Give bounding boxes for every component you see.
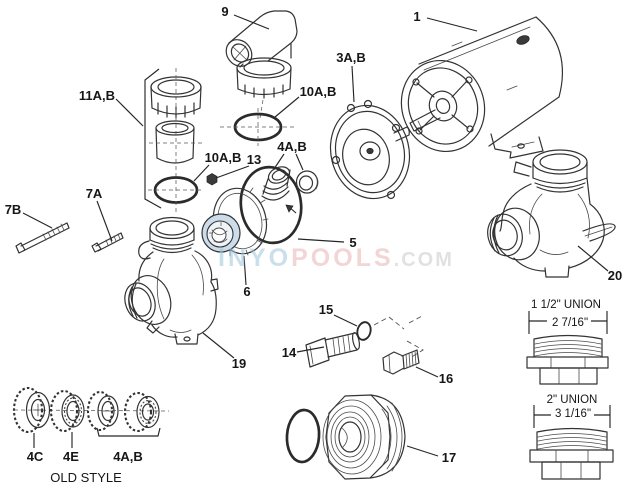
watermark-domain: .COM xyxy=(394,249,454,271)
watermark-pools: POOLS xyxy=(291,244,394,272)
bolt-7b-drawing xyxy=(15,222,70,254)
watermark: INYOPOOLS.COM xyxy=(218,244,454,272)
union-oring-upper-drawing xyxy=(220,108,296,146)
volute-rear-drawing xyxy=(487,149,616,278)
callout-volute-rear: 20 xyxy=(608,268,622,283)
callout-pipe-plug: 16 xyxy=(439,371,453,386)
impeller-drawing xyxy=(201,187,269,257)
callout-union-nut-tailpiece: 11A,B xyxy=(79,88,115,103)
motor-drawing xyxy=(400,16,563,159)
callout-bolt-7a: 7A xyxy=(86,186,103,201)
plug-oring-drawing xyxy=(356,321,372,341)
callout-bolt-7b: 7B xyxy=(5,202,22,217)
impeller-nut-drawing xyxy=(206,173,218,186)
callout-plug-oring: 15 xyxy=(319,302,333,317)
callout-bushing: 17 xyxy=(442,450,456,465)
drain-plug-drawing xyxy=(305,332,361,368)
union-large-title: 2" UNION xyxy=(547,394,598,406)
volute-oring-drawing xyxy=(239,165,303,245)
union-large-dimension: 3 1/16" xyxy=(555,408,591,420)
callout-volute-oring: 5 xyxy=(349,235,356,250)
callout-shaft-seal: 4A,B xyxy=(277,139,307,154)
callout-union-oring-lower: 10A,B xyxy=(205,150,242,165)
volute-front-drawing xyxy=(124,216,219,345)
callout-drain-plug: 14 xyxy=(282,345,297,360)
old-style-seals-drawing xyxy=(12,386,170,448)
callout-labels: 9 1 3A,B 11A,B 10A,B 10A,B 13 4A,B 7B 7A… xyxy=(5,4,623,485)
callout-union-oring-upper: 10A,B xyxy=(300,84,337,99)
union-nut-tailpiece-drawing xyxy=(144,68,204,212)
old-style-caption: OLD STYLE xyxy=(50,470,122,485)
bolt-7a-drawing xyxy=(91,232,124,253)
callout-old-seal-4ab: 4A,B xyxy=(113,449,143,464)
callout-elbow: 9 xyxy=(221,4,228,19)
elbow-fitting-drawing xyxy=(225,10,298,119)
shaft-seal-drawing xyxy=(261,166,319,214)
union-small-dimension: 2 7/16" xyxy=(552,317,588,329)
union-dimension-labels: 1 1/2" UNION 2 7/16" 2" UNION 3 1/16" xyxy=(531,299,601,420)
union-large-drawing xyxy=(529,405,614,480)
callout-leader-lines xyxy=(22,14,609,457)
union-small-drawing xyxy=(526,311,609,385)
svg-text:INYOPOOLS.COM: INYOPOOLS.COM xyxy=(218,244,454,272)
callout-volute-front: 19 xyxy=(232,356,246,371)
pipe-plug-drawing xyxy=(382,349,420,375)
callout-old-seal-4c: 4C xyxy=(27,449,44,464)
callout-impeller-nut: 13 xyxy=(247,152,261,167)
callout-impeller: 6 xyxy=(243,284,250,299)
assembly-dash-lines xyxy=(373,314,425,359)
callout-seal-plate: 3A,B xyxy=(336,50,366,65)
callout-motor: 1 xyxy=(413,9,420,24)
union-small-title: 1 1/2" UNION xyxy=(531,299,601,311)
watermark-inyo: INYO xyxy=(218,244,291,272)
seal-plate-drawing xyxy=(329,99,411,200)
callout-old-seal-4e: 4E xyxy=(63,449,79,464)
bushing-drawing xyxy=(285,394,406,480)
